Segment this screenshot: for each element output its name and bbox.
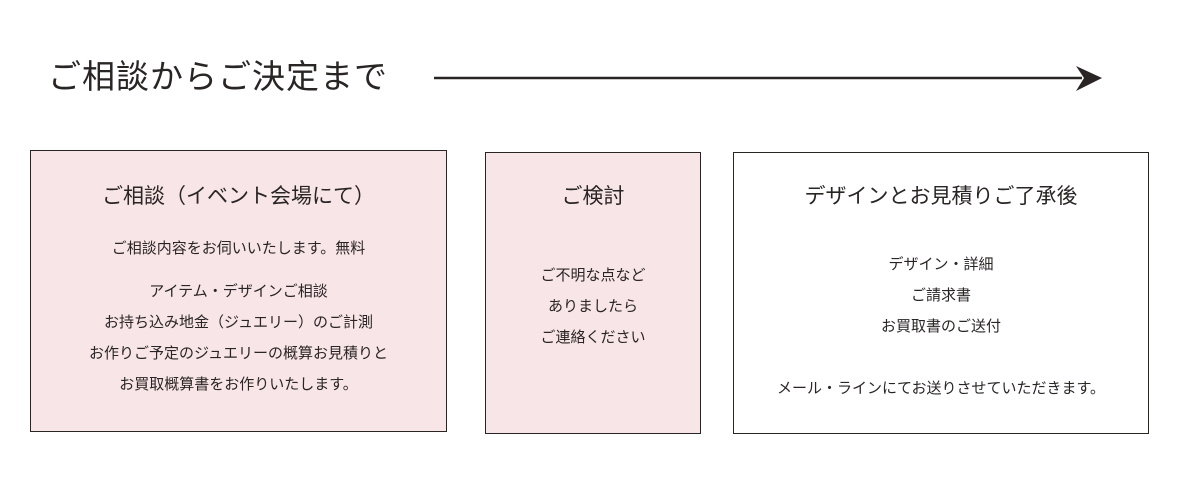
step-line: デザイン・詳細 <box>888 255 994 273</box>
arrow-head-icon <box>1076 66 1102 91</box>
step-description: ご不明な点など ありましたら ご連絡ください <box>486 260 700 353</box>
step-line: ご相談内容をお伺いいたします。無料 <box>111 239 366 257</box>
step-description: デザイン・詳細 ご請求書 お買取書のご送付 メール・ラインにてお送りさせていただ… <box>734 249 1148 404</box>
step-line: アイテム・デザインご相談 <box>149 282 328 300</box>
step-title: ご相談（イベント会場にて） <box>102 184 375 208</box>
step-box-consultation: ご相談（イベント会場にて） ご相談内容をお伺いいたします。無料 アイテム・デザイ… <box>30 150 447 432</box>
step-line: お買取書のご送付 <box>880 317 1001 335</box>
step-description: ご相談内容をお伺いいたします。無料 アイテム・デザインご相談 お持ち込み地金（ジ… <box>31 233 446 400</box>
step-line: ご請求書 <box>910 286 971 304</box>
step-box-consideration: ご検討 ご不明な点など ありましたら ご連絡ください <box>485 152 701 434</box>
step-line: お買取概算書をお作りいたします。 <box>119 375 358 393</box>
step-line: お作りご予定のジュエリーの概算お見積りと <box>89 344 388 362</box>
step-line-spacer <box>31 264 446 276</box>
step-line: お持ち込み地金（ジュエリー）のご計測 <box>104 313 373 331</box>
step-title: ご検討 <box>561 184 625 208</box>
page-title: ご相談からご決定まで <box>48 57 388 96</box>
progress-arrow <box>434 66 1102 91</box>
step-title: デザインとお見積りご了承後 <box>804 184 1078 208</box>
step-box-approval: デザインとお見積りご了承後 デザイン・詳細 ご請求書 お買取書のご送付 メール・… <box>733 152 1149 434</box>
step-line: ご連絡ください <box>540 328 646 346</box>
step-line-spacer <box>734 342 1148 373</box>
step-line: ご不明な点など <box>540 266 646 284</box>
step-line: メール・ラインにてお送りさせていただきます。 <box>776 379 1106 397</box>
step-line: ありましたら <box>547 297 638 315</box>
